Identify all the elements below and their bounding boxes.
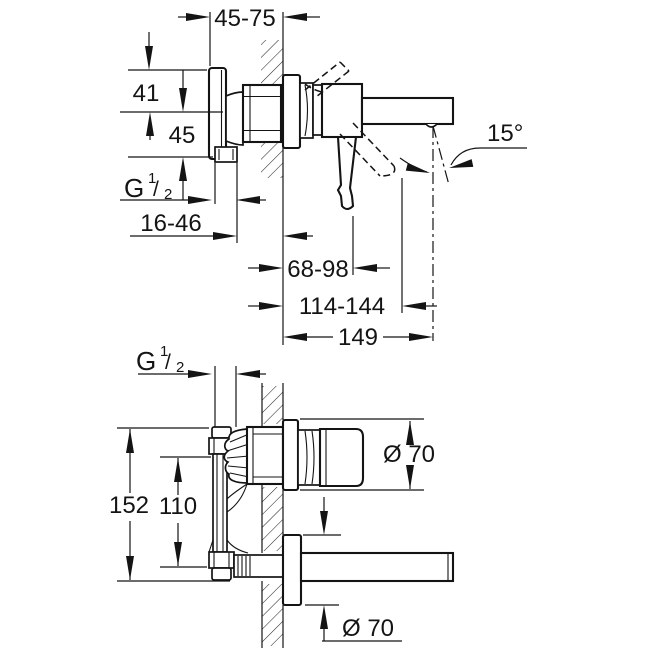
dim-vertical-offsets: 41 45 (120, 32, 223, 200)
dim-label-depth-adjust: 45-75 (214, 5, 275, 32)
dim-thread-top-view: G 1 / 2 (120, 163, 266, 243)
cartridge-housing-front (245, 425, 285, 486)
thread-label-numerator: 1 (160, 343, 168, 360)
wall-hatch-lower (261, 140, 283, 178)
dim-label-top-offset: 41 (133, 80, 160, 107)
spout-angle-annotation: 15° (432, 120, 527, 341)
top-view: 15° 45-75 41 45 (120, 5, 527, 351)
body-neck (225, 91, 244, 146)
dim-spout-escutcheon-diameter: Ø 70 (303, 497, 402, 642)
bracket-rib (229, 472, 250, 478)
thread-label-numerator: 1 (148, 170, 156, 187)
wall-hatch-upper (261, 40, 283, 86)
dim-label-lever-open-reach: 114-144 (299, 293, 385, 320)
lever-open-outline (304, 61, 341, 91)
handle-escutcheon (281, 418, 300, 492)
handle-escutcheon-side (281, 73, 302, 150)
handle-knob (318, 427, 365, 488)
dim-label-spout-reach: 149 (338, 324, 378, 351)
thread-label-denominator: 2 (164, 186, 172, 203)
bottom-view: G 1 / 2 Ø 70 152 (109, 343, 455, 648)
bottom-union-hex (208, 551, 235, 569)
dim-label-port-spacing: 110 (159, 493, 197, 520)
spout-assembly-front (281, 533, 455, 607)
lever-open-position (304, 61, 432, 177)
dim-thread-bottom-view: G 1 / 2 (136, 343, 266, 427)
casting-arm (226, 483, 248, 500)
body-flange (207, 66, 228, 161)
lever-open-outline (315, 70, 350, 98)
thread-label-slash: / (153, 178, 159, 201)
spout-escutcheon (281, 533, 303, 607)
handle-cone (297, 429, 321, 486)
bottom-outlet-port (214, 146, 238, 163)
wall-section-top-view (261, 12, 284, 345)
wall-section-bottom-view (261, 383, 284, 648)
dim-body-height: 152 (109, 427, 230, 582)
dim-label-lever-closed-reach: 68-98 (287, 256, 348, 283)
thread-label-denominator: 2 (176, 359, 184, 376)
aerator-notch (425, 123, 438, 128)
spout-supply-pipe (233, 554, 284, 578)
concealed-body (207, 66, 283, 163)
dim-spout-reach: 149 (283, 324, 433, 351)
handle-assembly-front (281, 418, 365, 492)
dim-depth-adjust: 45-75 (178, 5, 320, 66)
casting-flare (226, 539, 249, 554)
wall-hatch-2 (262, 487, 283, 551)
dim-label-body-height: 152 (109, 492, 149, 519)
lever-swing-outline (352, 122, 395, 167)
thread-label-slash: / (165, 351, 171, 374)
centerline-tilted (432, 125, 450, 186)
lever-open-outline (339, 61, 350, 72)
dim-label-handle-escutcheon-diameter: Ø 70 (383, 441, 435, 468)
top-union-cap (211, 426, 232, 439)
lever-open-outline (304, 83, 323, 93)
thread-label-g: G (124, 173, 144, 203)
spout-tube (360, 96, 455, 126)
mounting-bracket-scallops (223, 428, 248, 484)
dim-label-body-depth: 16-46 (140, 210, 201, 237)
bottom-union-cap (211, 567, 232, 581)
bracket-rib (226, 455, 250, 459)
wall-hatch-1 (262, 386, 283, 424)
dim-label-mid-offset: 45 (169, 122, 196, 149)
lever-swing-arrow (405, 162, 432, 177)
angle-leader (450, 147, 527, 166)
thread-label-g: G (136, 346, 156, 376)
dim-label-spout-angle: 15° (487, 120, 523, 147)
spout-base-block (320, 82, 364, 139)
spout-tube-front (299, 551, 455, 583)
dim-port-spacing: 110 (159, 456, 211, 568)
wall-hatch-3 (262, 584, 283, 646)
concealed-body-front (208, 425, 285, 581)
dim-label-spout-escutcheon-diameter: Ø 70 (342, 615, 394, 642)
casting-arm (226, 483, 248, 513)
bracket-rib (227, 465, 250, 469)
bracket-rib (229, 433, 250, 443)
dim-handle-escutcheon-diameter: Ø 70 (300, 418, 435, 491)
cone-curve (311, 430, 315, 485)
casting-flare (208, 539, 214, 553)
spout-assembly (281, 73, 455, 211)
dim-lever-closed-reach: 68-98 (248, 216, 390, 283)
bracket-rib (226, 443, 250, 452)
dim-body-depth: 16-46 (130, 210, 313, 240)
cartridge-housing (241, 83, 283, 144)
cone-curve (304, 430, 308, 485)
lever-handle-closed (336, 135, 358, 211)
dim-lever-open-reach: 114-144 (248, 178, 437, 320)
lever-swing-outline (339, 133, 381, 177)
lever-swing-outline (379, 165, 396, 177)
angle-leader-arrow (448, 159, 474, 172)
